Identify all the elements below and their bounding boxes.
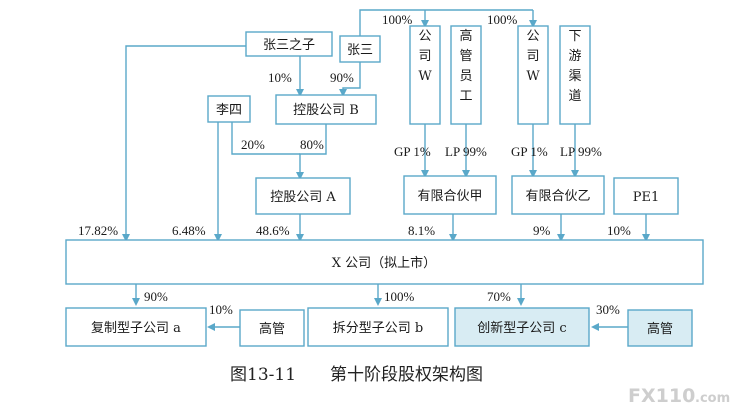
label-jia-to-x: 8.1% [408, 223, 435, 238]
label-child-to-b: 10% [268, 70, 292, 85]
watermark-brand: FX110 [628, 385, 695, 407]
node-label: 高管员工 [459, 28, 472, 104]
label-pe1-to-x: 10% [607, 223, 631, 238]
edge-holding-b-to-a [296, 124, 327, 180]
edge-child-to-x [122, 45, 246, 242]
label-mgmt-to-sub-a: 10% [209, 302, 233, 317]
node-label: 复制型子公司 a [91, 321, 181, 336]
caption-title: 第十阶段股权架构图 [330, 365, 483, 385]
label-a-to-x: 48.6% [256, 223, 290, 238]
node-label: 有限合伙甲 [417, 189, 482, 204]
node-label: X 公司（拟上市） [332, 255, 436, 271]
node-zhangsan: 张三 [339, 35, 381, 63]
edge-lisi-to-holding-a [231, 122, 300, 155]
fx110-watermark-logo: FX110 .com [628, 385, 730, 407]
node-sub-innov-c: 创新型子公司 c [454, 307, 590, 347]
node-label: 控股公司 B [293, 103, 359, 118]
connector-lines [122, 9, 650, 331]
node-holding-b: 控股公司 B [275, 94, 377, 125]
node-label: 控股公司 A [270, 190, 336, 205]
label-child-to-x: 17.82% [78, 223, 118, 238]
label-mgmt-to-sub-c: 30% [596, 302, 620, 317]
node-label: 张三之子 [263, 38, 315, 53]
node-mgmt-c: 高管 [627, 309, 693, 347]
node-partnership-jia: 有限合伙甲 [403, 175, 497, 215]
label-x-to-sub-b: 100% [384, 289, 415, 304]
edge-zhangsan-to-holding-b [339, 62, 361, 97]
label-x-to-sub-c: 70% [487, 289, 511, 304]
node-sub-split-b: 拆分型子公司 b [307, 307, 449, 347]
node-zhangsan-child: 张三之子 [245, 31, 333, 57]
node-sub-copy-a: 复制型子公司 a [65, 307, 207, 347]
label-lisi-to-a: 20% [241, 137, 265, 152]
node-label: 下游渠道 [568, 29, 581, 104]
node-label: 高管 [647, 321, 673, 337]
label-b-to-a: 80% [300, 137, 324, 152]
label-zs-to-b: 90% [330, 70, 354, 85]
node-label: 张三 [347, 43, 373, 58]
figure-caption: 图13-11 第十阶段股权架构图 [230, 365, 483, 385]
node-label: PE1 [633, 190, 660, 205]
label-x-to-sub-a: 90% [144, 289, 168, 304]
watermark-suffix: .com [695, 391, 730, 406]
node-partnership-yi: 有限合伙乙 [511, 175, 605, 215]
label-jia-gp: GP 1% [394, 144, 431, 159]
node-label: 有限合伙乙 [525, 189, 590, 204]
node-company-x: X 公司（拟上市） [65, 239, 704, 285]
label-lisi-to-x: 6.48% [172, 223, 206, 238]
label-w2-top-100: 100% [487, 12, 518, 27]
node-label: 高管 [259, 321, 285, 337]
node-pe1: PE1 [613, 177, 679, 215]
label-zs-top-100: 100% [382, 12, 413, 27]
label-jia-lp: LP 99% [445, 144, 487, 159]
caption-figure-number: 图13-11 [230, 365, 296, 385]
node-downstream-channel: 下游渠道 [559, 25, 591, 125]
node-label: 李四 [216, 103, 242, 118]
node-label: 拆分型子公司 b [333, 321, 423, 336]
node-holding-a: 控股公司 A [255, 177, 351, 215]
node-mgmt-a: 高管 [239, 309, 305, 347]
node-senior-mgmt-staff: 高管员工 [450, 25, 482, 125]
edge-zhangsan-to-w-bar [359, 9, 533, 36]
label-yi-lp: LP 99% [560, 144, 602, 159]
edge-labels: 100% 100% 10% 90% 20% 80% GP 1% LP 99% G… [78, 12, 631, 317]
label-yi-gp: GP 1% [511, 144, 548, 159]
node-label: 创新型子公司 c [477, 320, 566, 336]
node-lisi: 李四 [207, 95, 251, 123]
label-yi-to-x: 9% [533, 223, 551, 238]
